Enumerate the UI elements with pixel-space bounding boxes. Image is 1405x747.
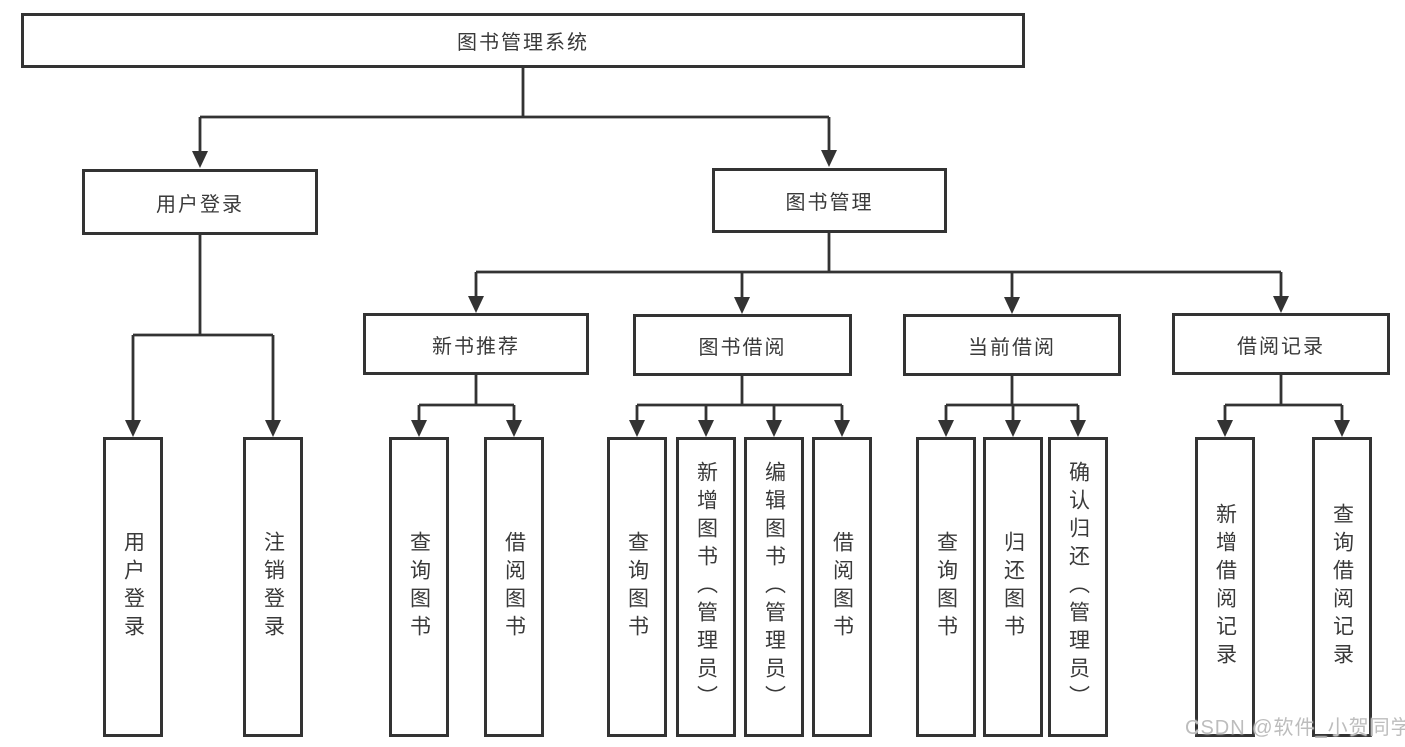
node-label: 查询图书 <box>934 531 958 643</box>
arrowhead-icon <box>506 420 522 437</box>
leaf-add-books-admin: 新增图书（管理员） <box>676 437 736 737</box>
arrowhead-icon <box>468 296 484 313</box>
node-current-borrow: 当前借阅 <box>903 314 1121 376</box>
leaf-return-books: 归还图书 <box>983 437 1043 737</box>
arrowhead-icon <box>1070 420 1086 437</box>
node-label: 借阅记录 <box>1237 335 1325 358</box>
arrowhead-icon <box>1217 420 1233 437</box>
branch-new-book-recommend <box>411 375 522 437</box>
node-label: 注销登录 <box>261 531 285 643</box>
arrowhead-icon <box>938 420 954 437</box>
node-book-management: 图书管理 <box>712 168 947 233</box>
branch-borrow-records <box>1217 375 1350 437</box>
branch-root <box>192 68 837 168</box>
node-label: 确认归还（管理员） <box>1066 461 1090 713</box>
node-label: 当前借阅 <box>968 336 1056 359</box>
leaf-borrow-books: 借阅图书 <box>812 437 872 737</box>
leaf-borrow-books: 借阅图书 <box>484 437 544 737</box>
arrowhead-icon <box>192 151 208 168</box>
node-label: 查询借阅记录 <box>1330 503 1354 671</box>
node-label: 图书借阅 <box>698 336 787 359</box>
arrowhead-icon <box>734 297 750 314</box>
leaf-query-books: 查询图书 <box>389 437 449 737</box>
leaf-add-borrow-record: 新增借阅记录 <box>1195 437 1255 737</box>
node-label: 归还图书 <box>1001 531 1025 643</box>
node-label: 新书推荐 <box>432 335 520 358</box>
arrowhead-icon <box>1334 420 1350 437</box>
arrowhead-icon <box>766 420 782 437</box>
node-label: 用户登录 <box>121 531 145 643</box>
arrowhead-icon <box>698 420 714 437</box>
node-label: 借阅图书 <box>502 531 526 643</box>
arrowhead-icon <box>1273 296 1289 313</box>
leaf-query-borrow-record: 查询借阅记录 <box>1312 437 1372 737</box>
node-book-borrow: 图书借阅 <box>633 314 852 376</box>
node-label: 编辑图书（管理员） <box>762 461 786 713</box>
csdn-watermark: CSDN @软件_小贺同学 <box>1185 717 1405 739</box>
leaf-user-login: 用户登录 <box>103 437 163 737</box>
node-library-system: 图书管理系统 <box>21 13 1025 68</box>
node-borrow-records: 借阅记录 <box>1172 313 1390 375</box>
arrowhead-icon <box>125 420 141 437</box>
arrowhead-icon <box>629 420 645 437</box>
node-label: 新增借阅记录 <box>1213 503 1237 671</box>
arrowhead-icon <box>834 420 850 437</box>
node-label: 查询图书 <box>625 531 649 643</box>
arrowhead-icon <box>821 150 837 167</box>
branch-user-login <box>125 235 281 437</box>
node-label: 借阅图书 <box>830 531 854 643</box>
arrowhead-icon <box>411 420 427 437</box>
node-label: 用户登录 <box>156 193 244 216</box>
node-new-book-recommend: 新书推荐 <box>363 313 589 375</box>
node-label: 新增图书（管理员） <box>694 461 718 713</box>
leaf-confirm-return-admin: 确认归还（管理员） <box>1048 437 1108 737</box>
node-label: 图书管理系统 <box>457 32 589 54</box>
branch-book-management <box>468 233 1289 314</box>
leaf-query-books: 查询图书 <box>607 437 667 737</box>
leaf-logout: 注销登录 <box>243 437 303 737</box>
arrowhead-icon <box>1005 420 1021 437</box>
branch-book-borrow <box>629 376 850 437</box>
node-label: 查询图书 <box>407 531 431 643</box>
branch-current-borrow <box>938 376 1086 437</box>
leaf-query-books: 查询图书 <box>916 437 976 737</box>
arrowhead-icon <box>1004 297 1020 314</box>
leaf-edit-books-admin: 编辑图书（管理员） <box>744 437 804 737</box>
node-label: 图书管理 <box>785 192 874 214</box>
arrowhead-icon <box>265 420 281 437</box>
node-user-login: 用户登录 <box>82 169 318 235</box>
